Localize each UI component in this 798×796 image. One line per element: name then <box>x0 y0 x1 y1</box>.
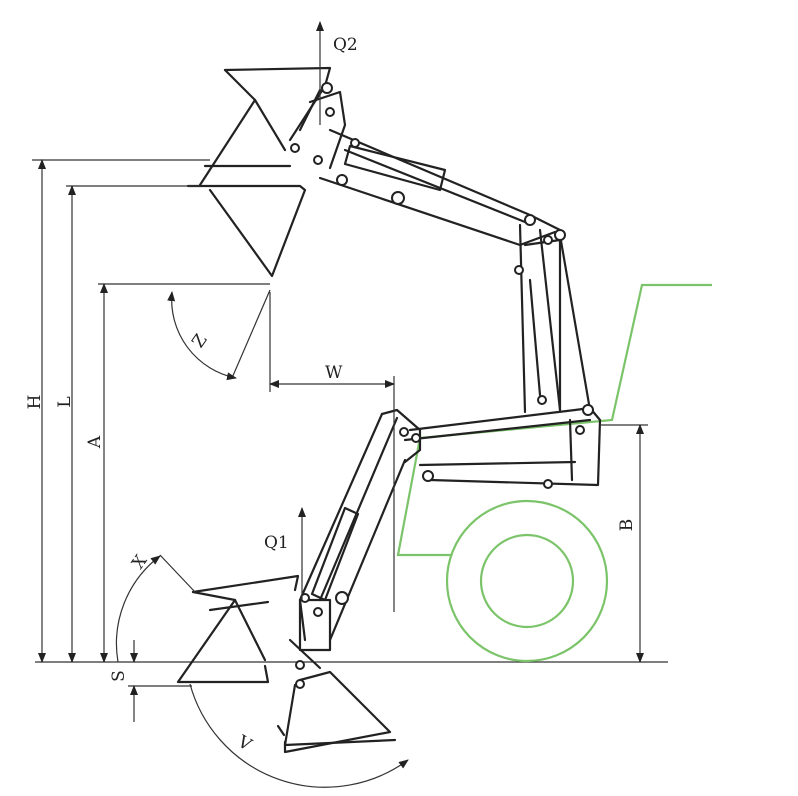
label-q1: Q1 <box>264 533 289 553</box>
tractor-outline <box>396 283 712 663</box>
label-l: L <box>55 396 75 407</box>
lower-bucket <box>176 574 300 684</box>
label-z: Z <box>188 330 211 351</box>
dim-z <box>167 289 271 381</box>
upper-arm <box>290 82 592 414</box>
label-a: A <box>85 435 105 449</box>
label-w: W <box>325 363 343 383</box>
tractor-wheel <box>445 499 609 663</box>
lower-arm <box>288 408 422 670</box>
dim-b <box>600 424 648 663</box>
dim-l <box>66 185 200 663</box>
dim-x <box>115 554 196 663</box>
dim-v <box>189 683 409 788</box>
tractor-body <box>396 283 712 557</box>
tractor-wheel-hub <box>479 533 575 629</box>
label-s: S <box>109 670 129 682</box>
dim-h <box>32 159 210 663</box>
dim-w <box>269 292 395 612</box>
dim-s <box>128 640 192 722</box>
label-q2: Q2 <box>333 35 358 55</box>
dump-bucket <box>276 670 397 754</box>
label-h: H <box>25 395 45 410</box>
mount-frame <box>403 404 602 489</box>
label-v: V <box>233 731 255 755</box>
dim-a <box>98 283 270 663</box>
upper-bucket <box>186 66 332 278</box>
label-b: B <box>617 519 637 532</box>
label-x: X <box>128 551 152 573</box>
